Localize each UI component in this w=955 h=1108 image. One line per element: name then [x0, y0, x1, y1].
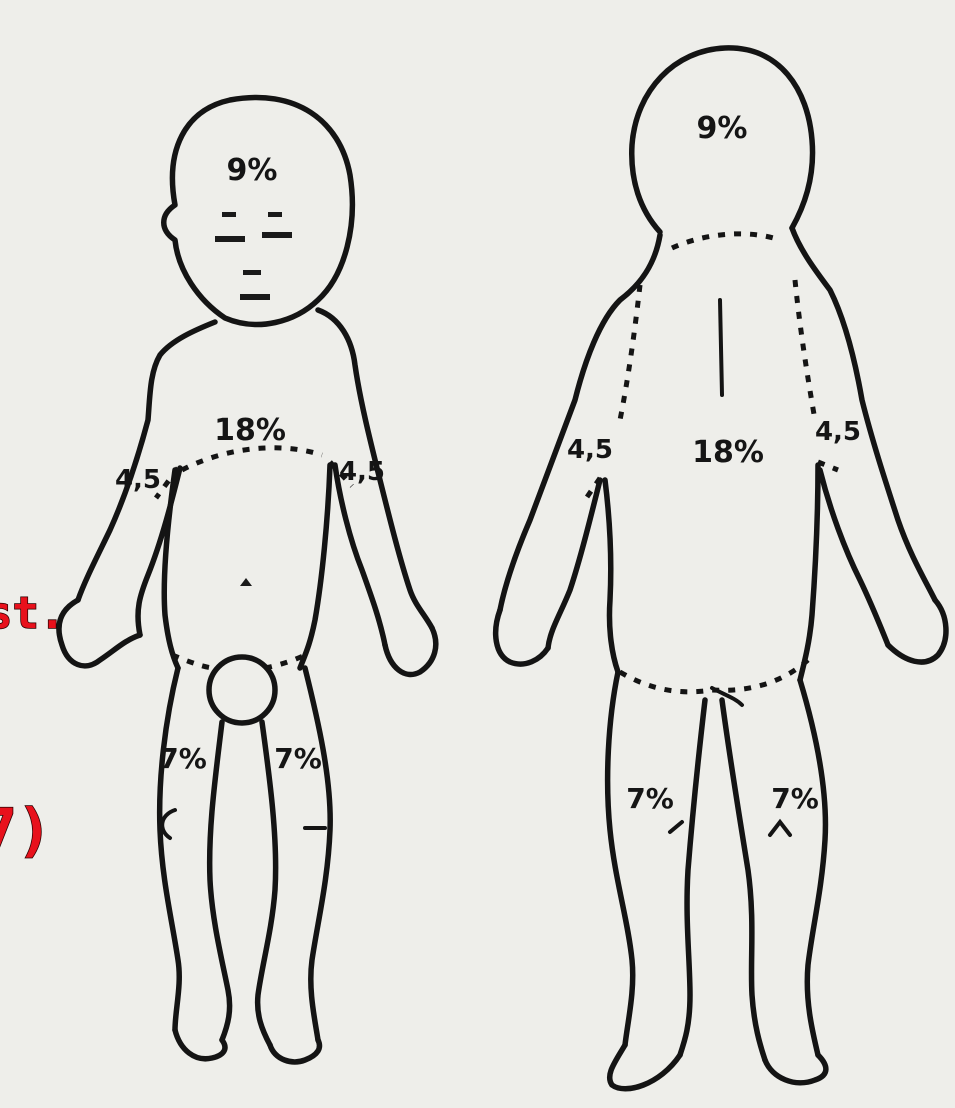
- back-right-leg-inner: [680, 700, 705, 1055]
- front-left-leg-outer: [305, 668, 330, 1040]
- back-left-knee-mark: [770, 822, 790, 835]
- front-left-hand: [385, 628, 436, 674]
- front-trunk-upper-line: [182, 448, 322, 470]
- front-head-label: 9%: [227, 153, 278, 188]
- front-right-foot: [175, 1030, 225, 1059]
- front-face: [215, 212, 292, 300]
- front-left-foot: [270, 1040, 319, 1062]
- front-right-shoulder-arm: [78, 322, 215, 600]
- front-right-leg-label: 7%: [159, 742, 207, 775]
- front-torso-left-side: [300, 465, 330, 668]
- back-right-scapula-line: [620, 285, 640, 420]
- back-torso-right-side: [605, 480, 618, 672]
- front-right-leg-inner: [210, 722, 230, 1040]
- overlay-text-fragment-top: st.: [0, 588, 65, 639]
- front-left-eye: [215, 236, 245, 242]
- front-nose: [243, 270, 261, 275]
- back-left-leg-inner: [722, 700, 765, 1060]
- front-trunk-label: 18%: [214, 413, 286, 448]
- back-left-hand: [888, 600, 946, 662]
- front-left-brow: [222, 212, 236, 217]
- back-left-leg-outer: [800, 680, 825, 1055]
- back-left-arm-label: 4,5: [815, 417, 861, 447]
- back-right-hand: [496, 610, 548, 664]
- front-right-leg-outer: [160, 668, 180, 1030]
- back-right-leg-label: 7%: [626, 782, 674, 815]
- back-left-shoulder-arm: [792, 228, 935, 600]
- front-left-arm-label: 4,5: [339, 457, 385, 487]
- front-right-hand: [59, 600, 140, 666]
- back-right-knee-mark: [670, 822, 682, 832]
- front-left-forearm-inner: [335, 465, 385, 645]
- front-figure: 9% 18% 4,5 4,5 7% 7%: [59, 97, 436, 1061]
- back-left-leg-label: 7%: [771, 782, 819, 815]
- front-right-brow: [268, 212, 282, 217]
- front-left-leg-label: 7%: [274, 742, 322, 775]
- overlay-text-fragment-bottom: 7): [0, 796, 52, 864]
- back-torso-left-side: [800, 465, 818, 680]
- back-neck-line: [672, 234, 780, 248]
- back-trunk-label: 18%: [692, 435, 764, 470]
- back-head-label: 9%: [697, 111, 748, 146]
- back-left-foot: [765, 1055, 826, 1083]
- front-right-eye: [262, 232, 292, 238]
- back-left-scapula-line: [795, 280, 815, 420]
- back-right-foot: [610, 1045, 680, 1089]
- back-gluteal-cleft: [712, 688, 742, 705]
- front-right-arm-label: 4,5: [115, 465, 161, 495]
- front-torso-right-side: [164, 470, 178, 668]
- back-figure: 9% 18% 4,5 4,5 7% 7%: [496, 48, 946, 1089]
- back-right-forearm-inner: [548, 480, 600, 648]
- back-right-leg-outer: [608, 672, 633, 1045]
- back-spine-line: [720, 300, 722, 395]
- back-left-forearm-inner: [820, 470, 888, 645]
- front-right-knee-mark: [162, 810, 175, 838]
- back-right-arm-label: 4,5: [567, 435, 613, 465]
- front-left-leg-inner: [258, 722, 276, 1045]
- front-head-outline: [164, 97, 353, 324]
- front-navel: [240, 578, 252, 586]
- front-genital-circle: [209, 657, 275, 723]
- front-mouth: [240, 294, 270, 300]
